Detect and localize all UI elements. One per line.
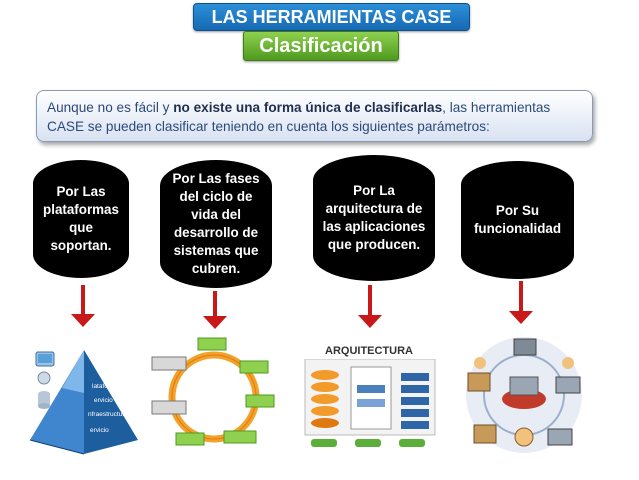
pyramid-label-platform: lataforma — [92, 383, 119, 390]
pyramid-label-service: ervicio — [94, 397, 113, 404]
intro-text-before: Aunque no es fácil y — [47, 100, 174, 115]
category-functionality: Por Su funcionalidad — [461, 161, 574, 279]
architecture-illustration: ARQUITECTURA — [303, 345, 438, 451]
pyramid-label-infrastructure: nfraestructura — [88, 411, 128, 418]
category-platforms-label: Por Las plataformas que soportan. — [43, 184, 119, 253]
arrow-down-icon — [71, 285, 95, 327]
intro-box: Aunque no es fácil y no existe una forma… — [36, 90, 593, 142]
functionality-network-illustration — [466, 337, 582, 453]
arrow-down-icon — [509, 281, 533, 324]
arrow-down-icon — [358, 285, 382, 328]
page-subtitle: Clasificación — [243, 31, 399, 61]
intro-text-after: , las herramientas CASE se pueden clasif… — [47, 100, 551, 134]
architecture-title: ARQUITECTURA — [325, 345, 413, 357]
pyramid-illustration: lataforma ervicio nfraestructura ervicio — [29, 350, 138, 455]
intro-text-bold: no existe una forma única de clasificarl… — [173, 100, 443, 115]
category-architecture-label: Por La arquitectura de las aplicaciones … — [322, 183, 426, 252]
pyramid-label-service-2: ervicio — [90, 427, 109, 434]
category-lifecycle-phases-label: Por Las fases del ciclo de vida del desa… — [172, 171, 260, 276]
arrow-down-icon — [203, 291, 227, 329]
category-lifecycle-phases: Por Las fases del ciclo de vida del desa… — [160, 160, 272, 288]
lifecycle-cycle-illustration — [151, 337, 275, 446]
category-platforms: Por Las plataformas que soportan. — [33, 160, 129, 278]
category-functionality-label: Por Su funcionalidad — [473, 203, 562, 236]
page-title: LAS HERRAMIENTAS CASE — [193, 3, 470, 31]
category-architecture: Por La arquitectura de las aplicaciones … — [313, 155, 435, 281]
